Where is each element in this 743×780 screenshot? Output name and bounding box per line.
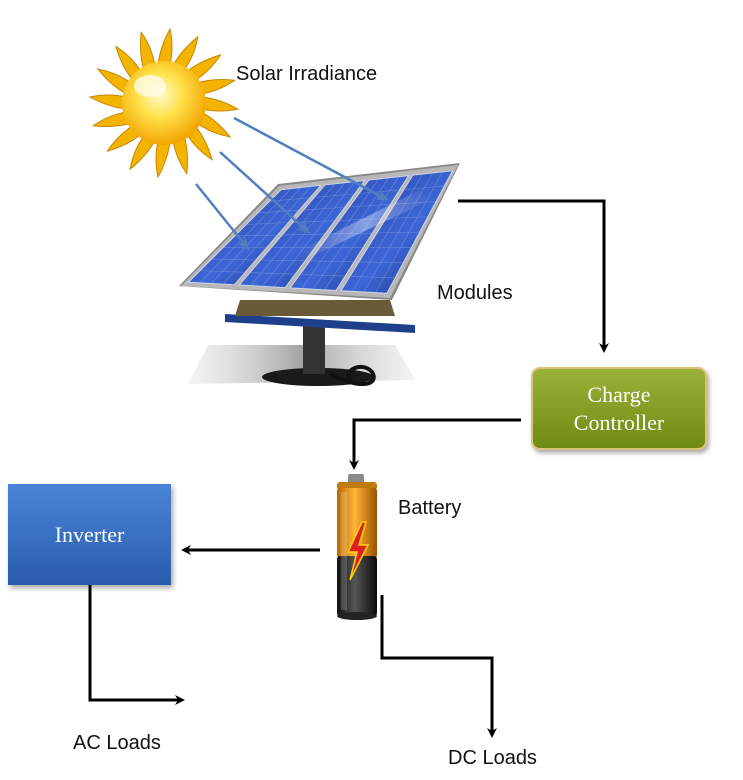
- charge-controller-label-line2: Controller: [573, 409, 665, 435]
- ac-loads-label: AC Loads: [73, 732, 161, 754]
- irradiance-arrow: [219, 151, 311, 235]
- charge-controller-label: Charge Controller: [574, 381, 664, 437]
- irradiance-arrow: [233, 116, 390, 201]
- inverter-box: Inverter: [8, 484, 171, 585]
- modules-label: Modules: [437, 282, 513, 304]
- inverter-label: Inverter: [54, 521, 125, 547]
- charge-controller-box: Charge Controller: [531, 367, 707, 450]
- modules-to-controller-connector: [458, 199, 609, 353]
- irradiance-arrows: [195, 116, 390, 251]
- solar-panel-icon: [179, 163, 460, 387]
- irradiance-arrow: [195, 183, 250, 251]
- battery-to-dc-loads-connector: [380, 595, 497, 738]
- inverter-to-ac-loads-connector: [88, 585, 185, 705]
- connectors: [88, 199, 609, 738]
- battery-icon: [337, 474, 377, 620]
- battery-label: Battery: [398, 497, 462, 519]
- controller-to-battery-connector: [349, 418, 521, 470]
- panel-module: [187, 184, 323, 286]
- dc-loads-label: DC Loads: [448, 747, 537, 769]
- charge-controller-label-line1: Charge: [587, 381, 651, 407]
- sun-icon: [88, 27, 240, 179]
- solar-irradiance-label: Solar Irradiance: [236, 63, 378, 85]
